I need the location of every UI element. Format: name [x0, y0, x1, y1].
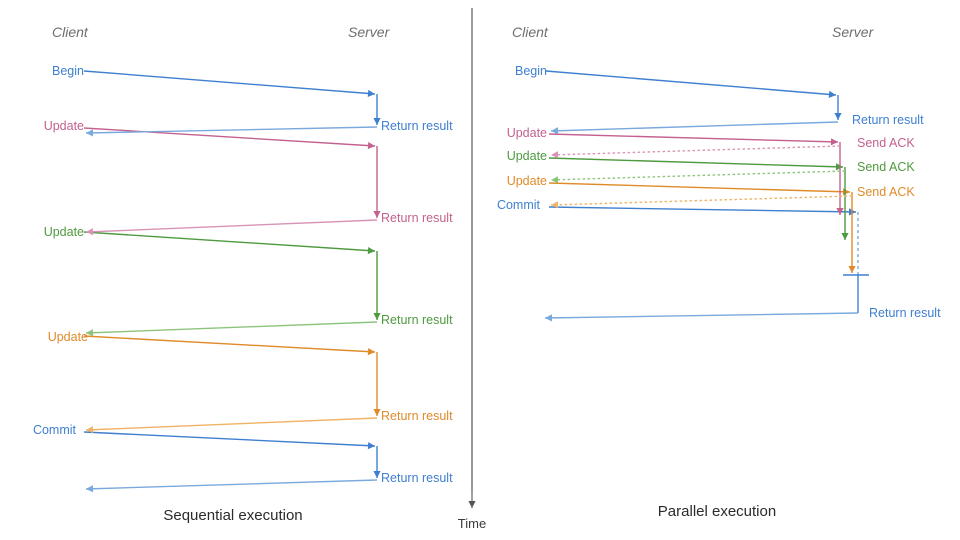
- panel-caption-sequential: Sequential execution: [163, 507, 302, 524]
- lane-header-client-sequential: Client: [52, 24, 89, 40]
- request-parallel-1-arrowhead: [830, 138, 838, 146]
- activation-sequential-3-arrowhead: [373, 409, 381, 416]
- client-message-label-parallel-4: Commit: [497, 198, 541, 212]
- server-message-label-parallel-1: Send ACK: [857, 136, 915, 150]
- response-sequential-2-arrowhead: [86, 329, 94, 337]
- request-sequential-2-line: [83, 231, 376, 252]
- client-message-label-sequential-0: Begin: [52, 64, 84, 78]
- request-sequential-0-line: [83, 70, 376, 95]
- request-sequential-1-line: [83, 127, 376, 147]
- lane-header-server-parallel: Server: [832, 24, 875, 40]
- client-message-label-parallel-1: Update: [507, 126, 547, 140]
- request-parallel-1-line: [548, 133, 839, 143]
- response-sequential-3-arrowhead: [86, 426, 94, 434]
- client-message-label-parallel-0: Begin: [515, 64, 547, 78]
- response-parallel-1-arrowhead: [551, 151, 559, 159]
- activation-sequential-1-arrowhead: [373, 211, 381, 218]
- activation-parallel-0-arrowhead: [834, 113, 842, 120]
- server-message-label-sequential-4: Return result: [381, 471, 453, 485]
- response-sequential-0-line: [85, 126, 378, 134]
- time-axis-arrowhead: [468, 501, 476, 508]
- client-message-label-sequential-4: Commit: [33, 423, 77, 437]
- response-parallel-3-arrowhead: [551, 201, 559, 209]
- request-sequential-3-arrowhead: [367, 348, 375, 356]
- request-parallel-2-line: [548, 157, 844, 168]
- panel-caption-parallel: Parallel execution: [658, 503, 776, 520]
- request-parallel-3-line: [548, 182, 851, 193]
- response-parallel-3-line: [550, 195, 853, 206]
- server-message-label-parallel-2: Send ACK: [857, 160, 915, 174]
- client-message-label-parallel-2: Update: [507, 149, 547, 163]
- server-message-label-sequential-1: Return result: [381, 211, 453, 225]
- client-message-label-sequential-3: Update: [48, 330, 88, 344]
- time-axis-label: Time: [458, 516, 486, 531]
- response-parallel-2-line: [550, 170, 846, 181]
- response-sequential-1-line: [85, 219, 378, 233]
- response-sequential-3-line: [85, 417, 378, 431]
- response-sequential-4-arrowhead: [86, 485, 94, 493]
- lane-header-client-parallel: Client: [512, 24, 549, 40]
- server-message-label-sequential-3: Return result: [381, 409, 453, 423]
- activation-parallel-2-arrowhead: [841, 233, 849, 240]
- message-lines-layer: [83, 70, 869, 493]
- client-message-label-sequential-2: Update: [44, 225, 84, 239]
- response-parallel-4-line: [544, 312, 859, 319]
- response-parallel-2-arrowhead: [551, 176, 559, 184]
- server-message-label-parallel-3: Send ACK: [857, 185, 915, 199]
- response-sequential-0-arrowhead: [86, 129, 94, 137]
- response-parallel-0-arrowhead: [551, 127, 559, 135]
- activation-sequential-2-arrowhead: [373, 313, 381, 320]
- activation-sequential-4-arrowhead: [373, 471, 381, 478]
- client-message-label-sequential-1: Update: [44, 119, 84, 133]
- request-sequential-4-line: [83, 431, 376, 447]
- request-parallel-3-arrowhead: [842, 188, 850, 196]
- server-message-label-parallel-4: Return result: [869, 306, 941, 320]
- response-parallel-1-line: [550, 145, 841, 156]
- activation-sequential-0-arrowhead: [373, 118, 381, 125]
- request-sequential-1-arrowhead: [367, 141, 375, 150]
- server-message-label-parallel-0: Return result: [852, 113, 924, 127]
- request-sequential-3-line: [83, 335, 376, 353]
- request-sequential-0-arrowhead: [367, 89, 375, 98]
- server-message-label-sequential-2: Return result: [381, 313, 453, 327]
- response-sequential-1-arrowhead: [86, 228, 94, 236]
- request-parallel-4-line: [548, 206, 857, 213]
- server-message-label-sequential-0: Return result: [381, 119, 453, 133]
- time-axis-layer: Time: [458, 200, 486, 531]
- response-sequential-4-line: [85, 479, 378, 490]
- request-parallel-0-line: [545, 70, 837, 96]
- request-parallel-0-arrowhead: [828, 90, 836, 99]
- response-sequential-2-line: [85, 321, 378, 334]
- response-parallel-0-line: [550, 121, 839, 132]
- activation-parallel-3-arrowhead: [848, 266, 856, 273]
- lane-header-server-sequential: Server: [348, 24, 391, 40]
- request-sequential-2-arrowhead: [367, 246, 375, 255]
- lane-headers-layer: Client Server Client Server: [52, 24, 875, 40]
- activation-parallel-1-arrowhead: [836, 208, 844, 215]
- client-message-label-parallel-3: Update: [507, 174, 547, 188]
- panel-captions-layer: Sequential execution Parallel execution: [163, 503, 776, 524]
- response-parallel-4-arrowhead: [545, 314, 553, 322]
- request-sequential-4-arrowhead: [367, 442, 375, 450]
